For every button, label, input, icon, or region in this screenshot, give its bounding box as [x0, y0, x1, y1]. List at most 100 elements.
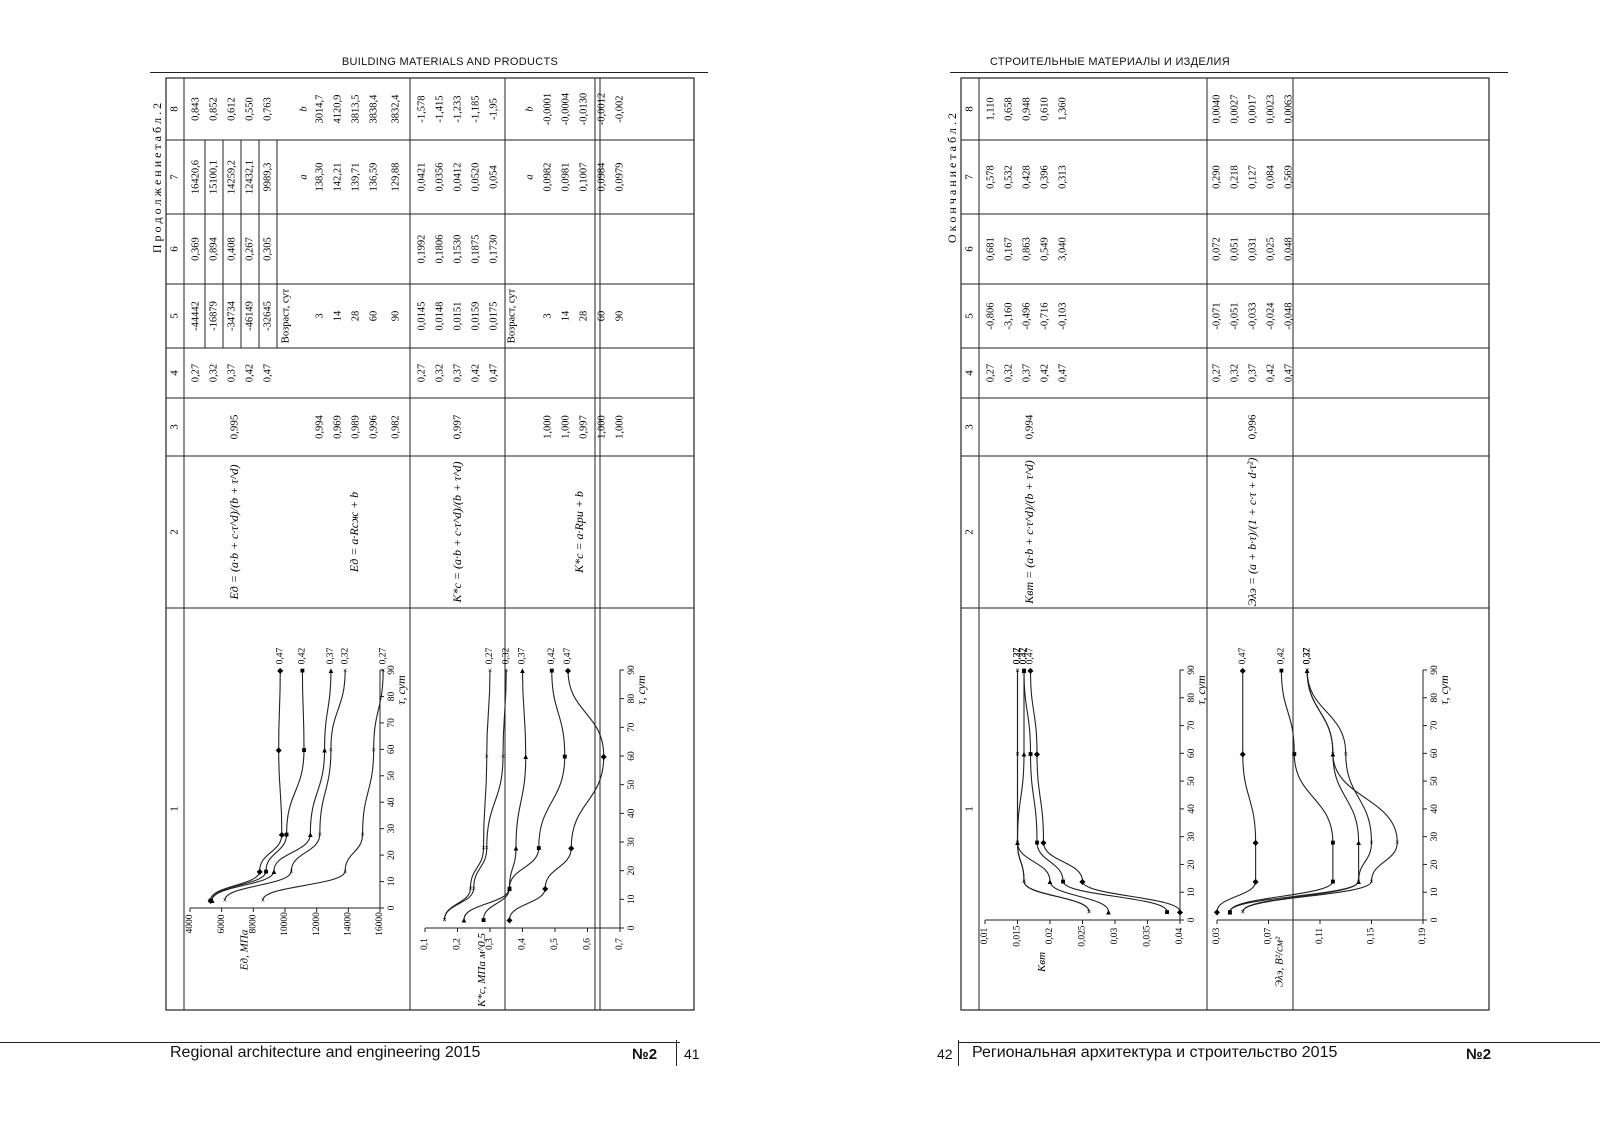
y-tick-label: 16000: [375, 912, 385, 936]
x-tick-label: 0: [1430, 917, 1440, 922]
block4-formula: K*c = a·Rри + b: [572, 491, 586, 574]
series-line: [224, 669, 346, 901]
series-label: 0,32: [340, 647, 350, 664]
series-label: 0,32: [1302, 647, 1312, 664]
data-point: ■: [1279, 666, 1284, 675]
block2-cell: 138,30: [314, 163, 325, 192]
block2-formula: Eд = a·Rсж + b: [347, 492, 361, 573]
series-label: 0,37: [1019, 647, 1029, 664]
block4-cell: -0,0001: [542, 93, 553, 125]
y-tick-label: 0,15: [1367, 927, 1377, 944]
block4-cell: 1,000: [542, 415, 553, 439]
data-point: ■: [1061, 877, 1066, 886]
block1-cell: 0,267: [244, 237, 255, 261]
block4-cell: 90: [614, 311, 625, 322]
block3-cell: -1,95: [488, 98, 499, 120]
x-tick-label: 30: [387, 824, 397, 834]
footer-journal: Региональная архитектура и строительство…: [972, 1044, 1338, 1061]
data-point: ×: [1015, 749, 1020, 758]
data-point: ×: [1022, 877, 1027, 886]
y-tick-label: 12000: [312, 912, 322, 936]
series-label: 0,32: [1013, 647, 1023, 664]
data-point: ▲: [1105, 908, 1113, 917]
y-tick-label: 0,02: [1045, 927, 1055, 944]
data-point: ▲: [1329, 749, 1337, 758]
rblock1-cell: 0,681: [985, 237, 996, 261]
block3-cell: 0,1806: [434, 235, 445, 264]
issue-number: №2: [1466, 1046, 1492, 1063]
block2-cell: 0,989: [350, 415, 361, 439]
x-tick-label: 30: [1187, 832, 1197, 842]
series-line: [1016, 670, 1090, 912]
rblock1-cell: 0,27: [985, 364, 996, 382]
rblock2-cell: 0,072: [1211, 237, 1222, 261]
block2-cell: 3813,5: [350, 95, 361, 124]
column-header: 3: [169, 424, 181, 430]
y-tick-label: 0,1: [420, 938, 430, 950]
block1-cell: -46149: [244, 301, 255, 331]
block1-cell: 0,550: [244, 97, 255, 121]
block3-cell: 0,42: [470, 364, 481, 382]
x-tick-label: 0: [627, 925, 637, 930]
block2-a-label: a: [298, 174, 309, 179]
block3-cell: 0,37: [452, 364, 463, 382]
y-tick-label: 4000: [185, 914, 195, 933]
block3-cell: 0,054: [488, 164, 499, 188]
data-point: ▲: [208, 896, 216, 905]
data-point: ■: [208, 896, 213, 905]
series-line: [1242, 669, 1373, 912]
x-tick-label: 50: [387, 771, 397, 781]
page-number-bracket: [676, 1040, 677, 1066]
block3-cell: 0,0151: [452, 302, 463, 331]
data-point: ▲: [519, 666, 527, 675]
data-point: ■: [1227, 908, 1232, 917]
x-tick-label: 80: [627, 694, 637, 704]
block2-cell: 4120,9: [332, 95, 343, 124]
data-point: ×: [442, 915, 447, 924]
block1-cell: 0,37: [226, 364, 237, 382]
series-line: [1016, 670, 1090, 912]
data-point: ×: [360, 830, 365, 839]
data-point: ▲: [1020, 749, 1028, 758]
data-point: ◆: [1034, 749, 1041, 758]
series-line: [1023, 669, 1168, 912]
series-line: [1242, 669, 1398, 912]
rblock2-formula: Эλэ = (a + b·τ)/(1 + c·τ + d·τ²): [1245, 458, 1259, 607]
y-tick-label: 0,03: [1212, 927, 1222, 944]
data-point: ■: [1028, 749, 1033, 758]
block4-cell: 0,0979: [614, 163, 625, 192]
x-tick-label: 0: [387, 905, 397, 910]
block3-cell: 0,0421: [416, 163, 427, 192]
rblock2-cell: 0,127: [1247, 165, 1258, 189]
data-point: ◆: [565, 666, 572, 675]
series-label: 0,47: [563, 647, 573, 664]
block4-cell: 0,0984: [596, 162, 607, 192]
y-tick-label: 0,2: [453, 938, 463, 950]
block2-cell: 139,71: [350, 163, 361, 192]
x-tick-label: 60: [1187, 748, 1197, 758]
x-tick-label: 70: [627, 722, 637, 732]
data-point: ×: [1240, 908, 1245, 917]
block1-cell: 0,894: [208, 236, 219, 260]
data-point: ■: [284, 830, 289, 839]
data-point: ◆: [1240, 749, 1247, 758]
data-point: ◆: [1079, 877, 1086, 886]
block3-cell: 0,0175: [488, 302, 499, 331]
data-point: ◆: [257, 867, 264, 876]
column-header: 1: [964, 806, 976, 812]
data-point: ×: [442, 915, 447, 924]
rblock2-cell: -0,024: [1265, 302, 1276, 330]
rblock2-cell: 0,0063: [1283, 95, 1294, 124]
series-label: 0,37: [326, 647, 336, 664]
rblock1-cell: 1,110: [985, 97, 996, 120]
x-tick-label: 50: [627, 780, 637, 790]
rblock2-cell: 0,0040: [1211, 95, 1222, 124]
series-label: 0,42: [1277, 647, 1287, 664]
block1-cell: 0,408: [226, 237, 237, 261]
data-point: ■: [264, 867, 269, 876]
x-axis-label: τ, сут: [634, 675, 648, 705]
